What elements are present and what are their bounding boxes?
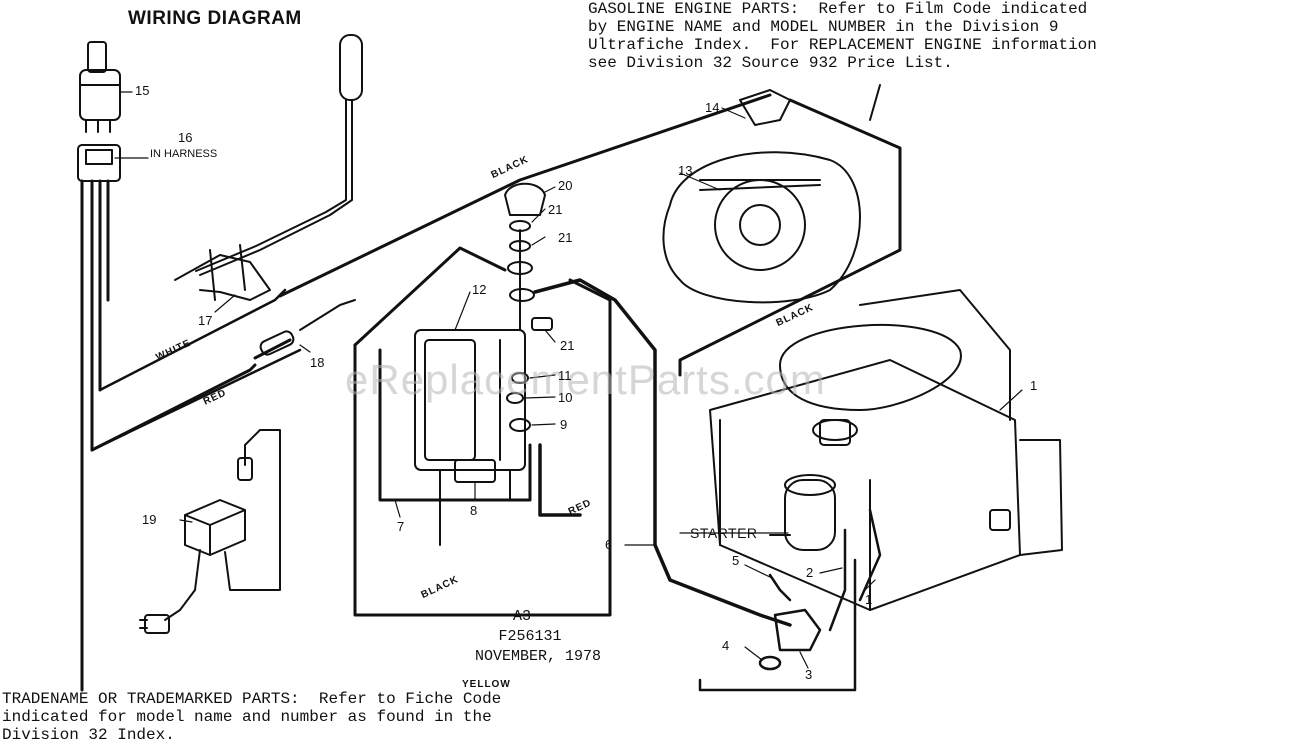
white-wire — [90, 288, 302, 452]
engine-assembly-large-icon — [709, 289, 1063, 611]
part-label-21-c: 21 — [560, 338, 575, 353]
black-wire-right — [678, 98, 902, 377]
part-label-16: 16 — [178, 130, 193, 145]
figure-code-line-3: NOVEMBER, 1978 — [474, 648, 602, 665]
part-label-21-b: 21 — [558, 230, 573, 245]
solenoid-mount-loop — [353, 246, 612, 617]
note-top-line-2: by ENGINE NAME and MODEL NUMBER in the D… — [588, 18, 1059, 36]
part-label-3: 3 — [805, 667, 813, 682]
red-wire-right — [533, 278, 792, 627]
key-switch-icon — [79, 41, 121, 133]
starter-motor-icon — [769, 474, 836, 551]
harness-connector-icon — [77, 144, 121, 182]
part-label-18: 18 — [310, 355, 325, 370]
part-label-10: 10 — [558, 390, 573, 405]
black-wire-top — [278, 93, 772, 298]
starter-label: STARTER — [690, 525, 758, 541]
part-label-7: 7 — [397, 519, 405, 534]
engine-assembly-small-icon — [662, 84, 881, 304]
red-wire-left — [90, 338, 292, 452]
throttle-lever-icon — [174, 34, 363, 301]
part-label-5: 5 — [732, 553, 740, 568]
part-label-13: 13 — [678, 163, 693, 178]
part-label-19: 19 — [142, 512, 157, 527]
diagram-title: WIRING DIAGRAM — [128, 8, 302, 29]
engine-parts-note: GASOLINE ENGINE PARTS: Refer to Film Cod… — [588, 0, 1097, 72]
note-top-line-1: GASOLINE ENGINE PARTS: Refer to Film Cod… — [588, 0, 1088, 18]
note-top-line-4: see Division 32 Source 932 Price List. — [588, 54, 953, 72]
part-label-21-a: 21 — [548, 202, 563, 217]
note-bottom-line-3: Division 32 Index. — [2, 726, 175, 744]
battery-charger-icon — [139, 429, 281, 634]
solenoid-icon — [414, 329, 526, 546]
part-label-9: 9 — [560, 417, 568, 432]
note-bottom-line-2: indicated for model name and number as f… — [2, 708, 492, 726]
watermark: eReplacementParts.com — [345, 356, 826, 403]
part-label-8: 8 — [470, 503, 478, 518]
part-label-15: 15 — [135, 83, 150, 98]
fuse-holder-icon — [259, 299, 356, 356]
note-top-line-3: Ultrafiche Index. For REPLACEMENT ENGINE… — [588, 36, 1097, 54]
ground-cables — [698, 508, 882, 692]
part-label-12: 12 — [472, 282, 487, 297]
part-label-14: 14 — [705, 100, 720, 115]
figure-code-line-2: F256131 — [498, 628, 562, 645]
part-label-1-ground: 1 — [865, 592, 873, 607]
main-harness-wires — [80, 179, 110, 692]
figure-code-line-1: A3 — [512, 608, 531, 625]
part-label-4: 4 — [722, 638, 730, 653]
part-label-2: 2 — [806, 565, 814, 580]
in-harness-label: IN HARNESS — [150, 148, 218, 160]
tradename-parts-note: TRADENAME OR TRADEMARKED PARTS: Refer to… — [2, 690, 501, 744]
wire-label-yellow: YELLOW — [462, 679, 511, 690]
part-label-17: 17 — [198, 313, 213, 328]
callout-leaders — [114, 91, 1023, 669]
note-bottom-line-1: TRADENAME OR TRADEMARKED PARTS: Refer to… — [2, 690, 502, 708]
terminal-stack-icon — [504, 182, 553, 432]
part-label-20: 20 — [558, 178, 573, 193]
part-label-1-engine: 1 — [1030, 378, 1038, 393]
part-label-11: 11 — [558, 368, 572, 383]
part-label-6: 6 — [605, 537, 613, 552]
